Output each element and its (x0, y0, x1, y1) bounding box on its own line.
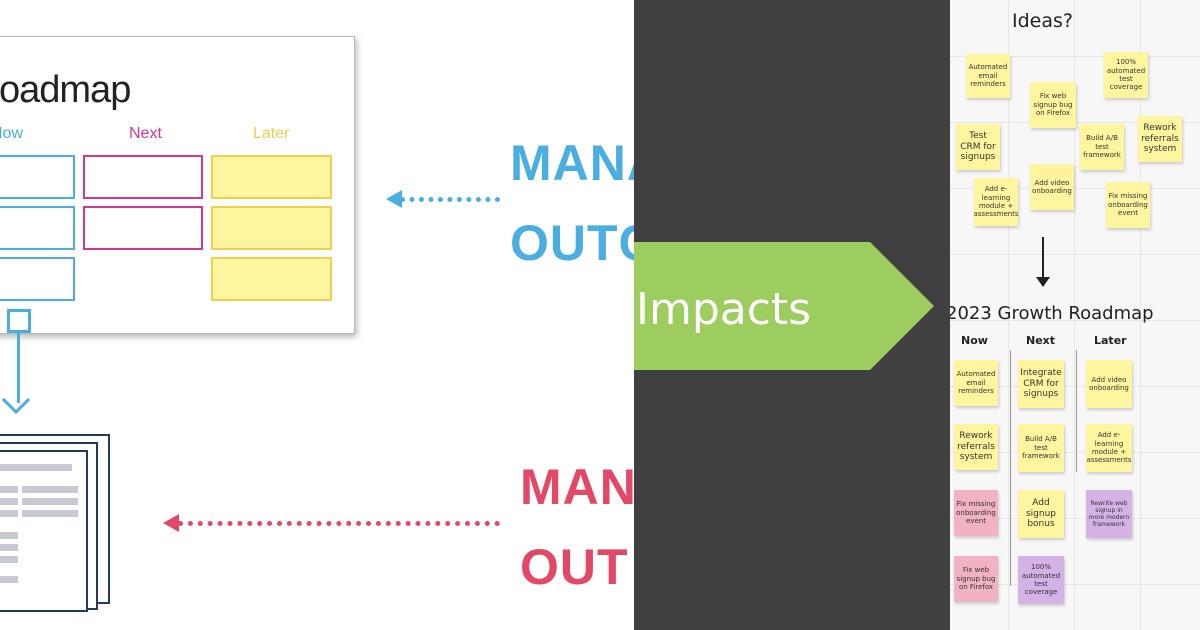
now-sticky: Rework referrals system (954, 424, 998, 470)
column-now-label: Now (961, 334, 988, 347)
column-later-label: Later (1094, 334, 1127, 347)
idea-sticky: Build A/B test framework (1080, 124, 1124, 170)
later-box (211, 155, 332, 199)
red-heading-line1: MAN (520, 459, 634, 515)
idea-sticky: Test CRM for signups (956, 124, 1000, 170)
later-sticky: Rewrite web signup in more modern framew… (1086, 490, 1132, 538)
connector-line (17, 333, 20, 403)
ideas-title: Ideas? (1012, 10, 1073, 32)
idea-sticky: Add video onboarding (1030, 164, 1074, 210)
document-front (0, 450, 88, 612)
down-arrow-icon (1036, 277, 1050, 287)
idea-sticky: Fix missing onboarding event (1106, 182, 1150, 228)
column-later-label: Later (253, 125, 290, 142)
column-next-label: Next (129, 125, 162, 142)
blue-dotted-arrow (400, 197, 500, 202)
left-arrow-icon (163, 514, 179, 532)
idea-sticky: Add e-learning module + assessments (973, 178, 1019, 226)
idea-sticky: Rework referrals system (1138, 116, 1182, 162)
now-box (0, 257, 75, 301)
blue-heading-line1: MANA (510, 135, 634, 191)
column-now-label: Now (0, 125, 24, 142)
idea-sticky: Fix web signup bug on Firefox (1030, 82, 1076, 128)
next-sticky: Build A/B test framework (1018, 424, 1064, 472)
red-heading-line2: OUT (520, 539, 629, 595)
now-sticky: Fix web signup bug on Firefox (954, 556, 998, 602)
roadmap-card-title: oadmap (0, 69, 131, 111)
red-dotted-arrow (178, 521, 500, 526)
idea-sticky: 100% automated test coverage (1104, 52, 1148, 98)
idea-sticky: Automated email reminders (966, 54, 1010, 98)
connector-square (7, 309, 31, 333)
down-arrow-icon (1, 385, 31, 415)
later-box (211, 257, 332, 301)
flow-line (1042, 237, 1044, 281)
now-sticky: Automated email reminders (954, 360, 998, 406)
next-box (83, 155, 203, 199)
left-arrow-icon (386, 190, 402, 208)
column-next-label: Next (1026, 334, 1056, 347)
growth-roadmap-title: 2023 Growth Roadmap (950, 303, 1154, 324)
now-box (0, 155, 75, 199)
now-sticky: Fix missing onboarding event (954, 490, 998, 536)
column-divider (1010, 350, 1011, 586)
later-box (211, 206, 332, 250)
next-sticky: Add signup bonus (1018, 490, 1064, 538)
left-panel: oadmap Now Next Later (0, 36, 634, 612)
later-sticky: Add video onboarding (1086, 360, 1132, 408)
next-sticky: 100% automated test coverage (1018, 556, 1064, 604)
impacts-label: Impacts (636, 284, 812, 335)
next-sticky: Integrate CRM for signups (1018, 360, 1064, 408)
column-divider (1076, 350, 1077, 472)
roadmap-card: oadmap Now Next Later (0, 36, 355, 334)
impacts-arrow (634, 242, 934, 370)
middle-panel: Impacts (634, 0, 950, 630)
impacts-arrow-shape (634, 242, 934, 370)
later-sticky: Add e-learning module + assessments (1086, 424, 1132, 472)
whiteboard: Ideas? Automated email reminders Fix web… (950, 0, 1200, 630)
next-box (83, 206, 203, 250)
blue-heading-line2: OUTC (510, 215, 634, 271)
now-box (0, 206, 75, 250)
